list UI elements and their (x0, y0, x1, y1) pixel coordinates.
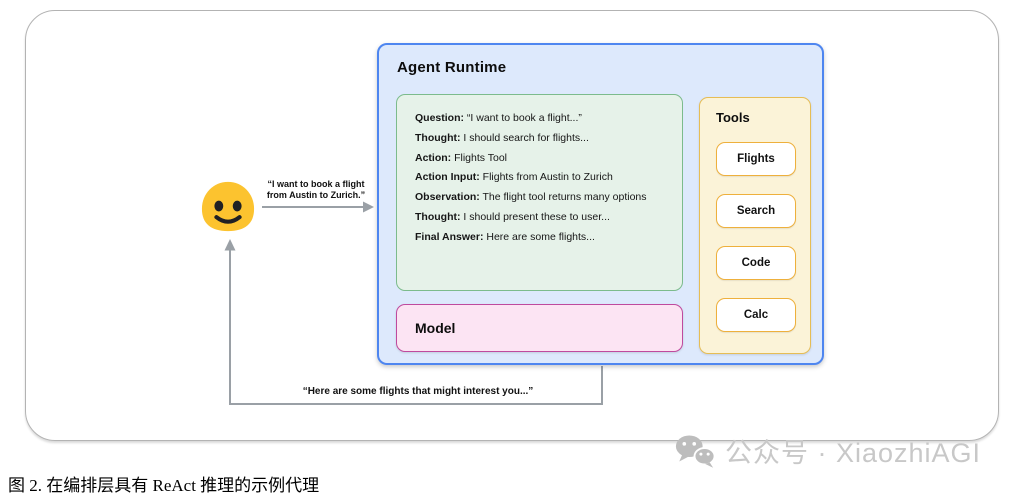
agent-response-label: “Here are some flights that might intere… (302, 386, 534, 397)
tools-panel-title: Tools (716, 110, 750, 125)
tool-button-flights[interactable]: Flights (716, 142, 796, 176)
user-emoji-icon (197, 179, 259, 235)
trace-line-action: Action: Flights Tool (415, 151, 508, 164)
figure-caption: 图 2. 在编排层具有 ReAct 推理的示例代理 (8, 476, 320, 494)
watermark-text: 公众号 · XiaozhiAGI (725, 438, 982, 468)
watermark: 公众号 · XiaozhiAGI (674, 431, 981, 470)
trace-line-final-answer: Final Answer: Here are some flights... (415, 230, 595, 243)
react-trace-box: Question: “I want to book a flight...” T… (396, 94, 683, 291)
trace-line-observation: Observation: The flight tool returns man… (415, 191, 647, 204)
tool-button-search[interactable]: Search (716, 194, 796, 228)
trace-line-question: Question: “I want to book a flight...” (415, 112, 582, 124)
trace-line-thought1: Thought: I should search for flights... (415, 131, 589, 144)
tool-button-calc[interactable]: Calc (716, 298, 796, 332)
trace-line-action-input: Action Input: Flights from Austin to Zur… (415, 171, 613, 184)
user-request-line2: from Austin to Zurich.” (266, 190, 366, 200)
trace-line-thought2: Thought: I should present these to user.… (415, 210, 610, 223)
user-request-line1: “I want to book a flight (267, 179, 365, 189)
model-box: Model (396, 304, 683, 352)
model-label: Model (415, 320, 456, 336)
wechat-icon (675, 434, 716, 468)
user-request-label: “I want to book a flight from Austin to … (260, 179, 372, 201)
agent-runtime-title: Agent Runtime (397, 59, 507, 76)
diagram-frame (25, 10, 999, 441)
agent-runtime-box: Agent Runtime Question: “I want to book … (377, 43, 824, 365)
tools-panel: Tools Flights Search Code Calc (699, 97, 811, 354)
tool-button-code[interactable]: Code (716, 246, 796, 280)
